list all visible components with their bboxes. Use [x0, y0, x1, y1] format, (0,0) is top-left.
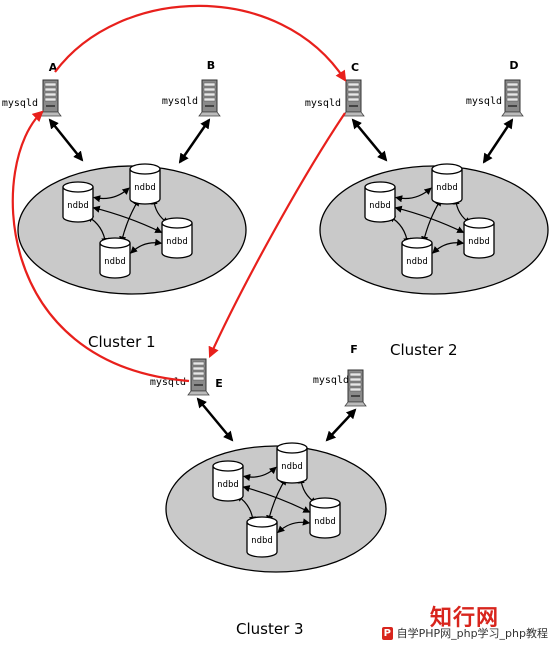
database-cylinder-icon [276, 448, 308, 484]
ndbd-label: ndbd [251, 536, 273, 546]
ndbd-label: ndbd [104, 257, 126, 267]
cylinder-top [212, 460, 244, 472]
server-letter: B [207, 59, 215, 72]
cluster-label: Cluster 3 [236, 620, 304, 638]
cylinder-top [276, 442, 308, 454]
server-cluster-link [351, 118, 388, 162]
cylinder-top [161, 217, 193, 229]
server-icon [39, 79, 62, 117]
ndbd-node: ndbd [463, 217, 495, 259]
server-icon [501, 79, 524, 117]
watermark-brand: 知行网 [430, 606, 500, 631]
mysqld-label: mysqld [150, 377, 186, 388]
ndbd-node: ndbd [276, 442, 308, 484]
watermark-caption: 自学PHP网_php学习_php教程 [396, 627, 548, 640]
ndbd-label: ndbd [217, 480, 239, 490]
server-cluster-link [482, 118, 514, 164]
heartbeat-link [432, 238, 465, 254]
ndbd-label: ndbd [166, 237, 188, 247]
cluster-label: Cluster 2 [390, 341, 458, 359]
database-cylinder-icon [212, 466, 244, 502]
ndbd-label: ndbd [314, 517, 336, 527]
cylinder-top [463, 217, 495, 229]
watermark-logo-icon: P [382, 626, 393, 640]
cylinder-top [99, 237, 131, 249]
heartbeat-link [242, 466, 277, 482]
ndbd-node: ndbd [401, 237, 433, 279]
ndbd-label: ndbd [134, 183, 156, 193]
cylinder-top [62, 181, 94, 193]
database-cylinder-icon [364, 187, 396, 223]
cylinder-top [309, 497, 341, 509]
mysqld-label: mysqld [313, 375, 349, 386]
ndbd-label: ndbd [281, 462, 303, 472]
database-cylinder-icon [129, 169, 161, 205]
server-cluster-link [196, 397, 234, 442]
server-letter: C [351, 61, 359, 74]
cylinder-top [364, 181, 396, 193]
mysqld-label: mysqld [305, 98, 341, 109]
mysqld-label: mysqld [162, 96, 198, 107]
cylinder-top [129, 163, 161, 175]
cylinder-top [401, 237, 433, 249]
server-icon [198, 79, 221, 117]
cluster-label: Cluster 1 [88, 333, 156, 351]
server-letter: E [215, 377, 223, 390]
mysqld-label: mysqld [466, 96, 502, 107]
database-cylinder-icon [161, 223, 193, 259]
heartbeat-link [277, 518, 311, 534]
heartbeat-link [130, 238, 163, 254]
server-letter: F [350, 343, 358, 356]
ndbd-node: ndbd [99, 237, 131, 279]
ndbd-label: ndbd [436, 183, 458, 193]
heartbeat-link [395, 187, 432, 203]
replication-arrow-c-e [208, 112, 346, 359]
server-cluster-link [178, 118, 211, 164]
replication-arrow-e-a [11, 110, 190, 383]
ndbd-node: ndbd [212, 460, 244, 502]
watermark-caption-row: P 自学PHP网_php学习_php教程 [382, 624, 548, 642]
ndbd-node: ndbd [161, 217, 193, 259]
cylinder-top [246, 516, 278, 528]
heartbeat-link [93, 187, 130, 203]
server-icon [342, 79, 365, 117]
database-cylinder-icon [431, 169, 463, 205]
ndbd-node: ndbd [431, 163, 463, 205]
server-icon [187, 358, 210, 396]
database-cylinder-icon [309, 503, 341, 539]
ndbd-node: ndbd [309, 497, 341, 539]
ndbd-label: ndbd [406, 257, 428, 267]
mysqld-label: mysqld [2, 98, 38, 109]
server-cluster-link [48, 118, 84, 162]
replication-arrow-a-c [54, 4, 347, 82]
database-cylinder-icon [246, 522, 278, 558]
database-cylinder-icon [401, 243, 433, 279]
ndbd-node: ndbd [129, 163, 161, 205]
ndbd-label: ndbd [67, 201, 89, 211]
ndbd-node: ndbd [364, 181, 396, 223]
server-cluster-link [325, 408, 357, 442]
database-cylinder-icon [62, 187, 94, 223]
database-cylinder-icon [463, 223, 495, 259]
ndbd-label: ndbd [369, 201, 391, 211]
server-letter: D [509, 59, 518, 72]
ndbd-node: ndbd [62, 181, 94, 223]
cylinder-top [431, 163, 463, 175]
server-letter: A [49, 61, 58, 74]
database-cylinder-icon [99, 243, 131, 279]
server-icon [344, 369, 367, 407]
ndbd-node: ndbd [246, 516, 278, 558]
ndbd-label: ndbd [468, 237, 490, 247]
